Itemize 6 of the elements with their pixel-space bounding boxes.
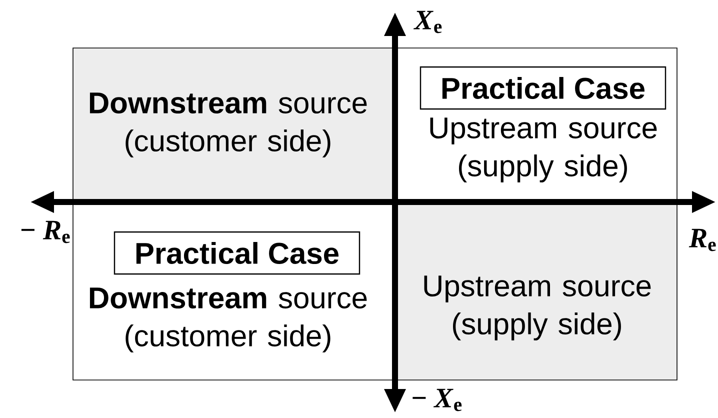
quadrant: Upstream source (supply side) [394,202,678,380]
axis-label: X$_{e}$ [414,10,442,34]
case-box: Practical Case [420,66,666,110]
quadrant: Downstream source (customer side) [72,48,396,202]
axis-label: − R$_{e}$ [21,220,70,244]
case-box: Practical Case [114,231,360,275]
